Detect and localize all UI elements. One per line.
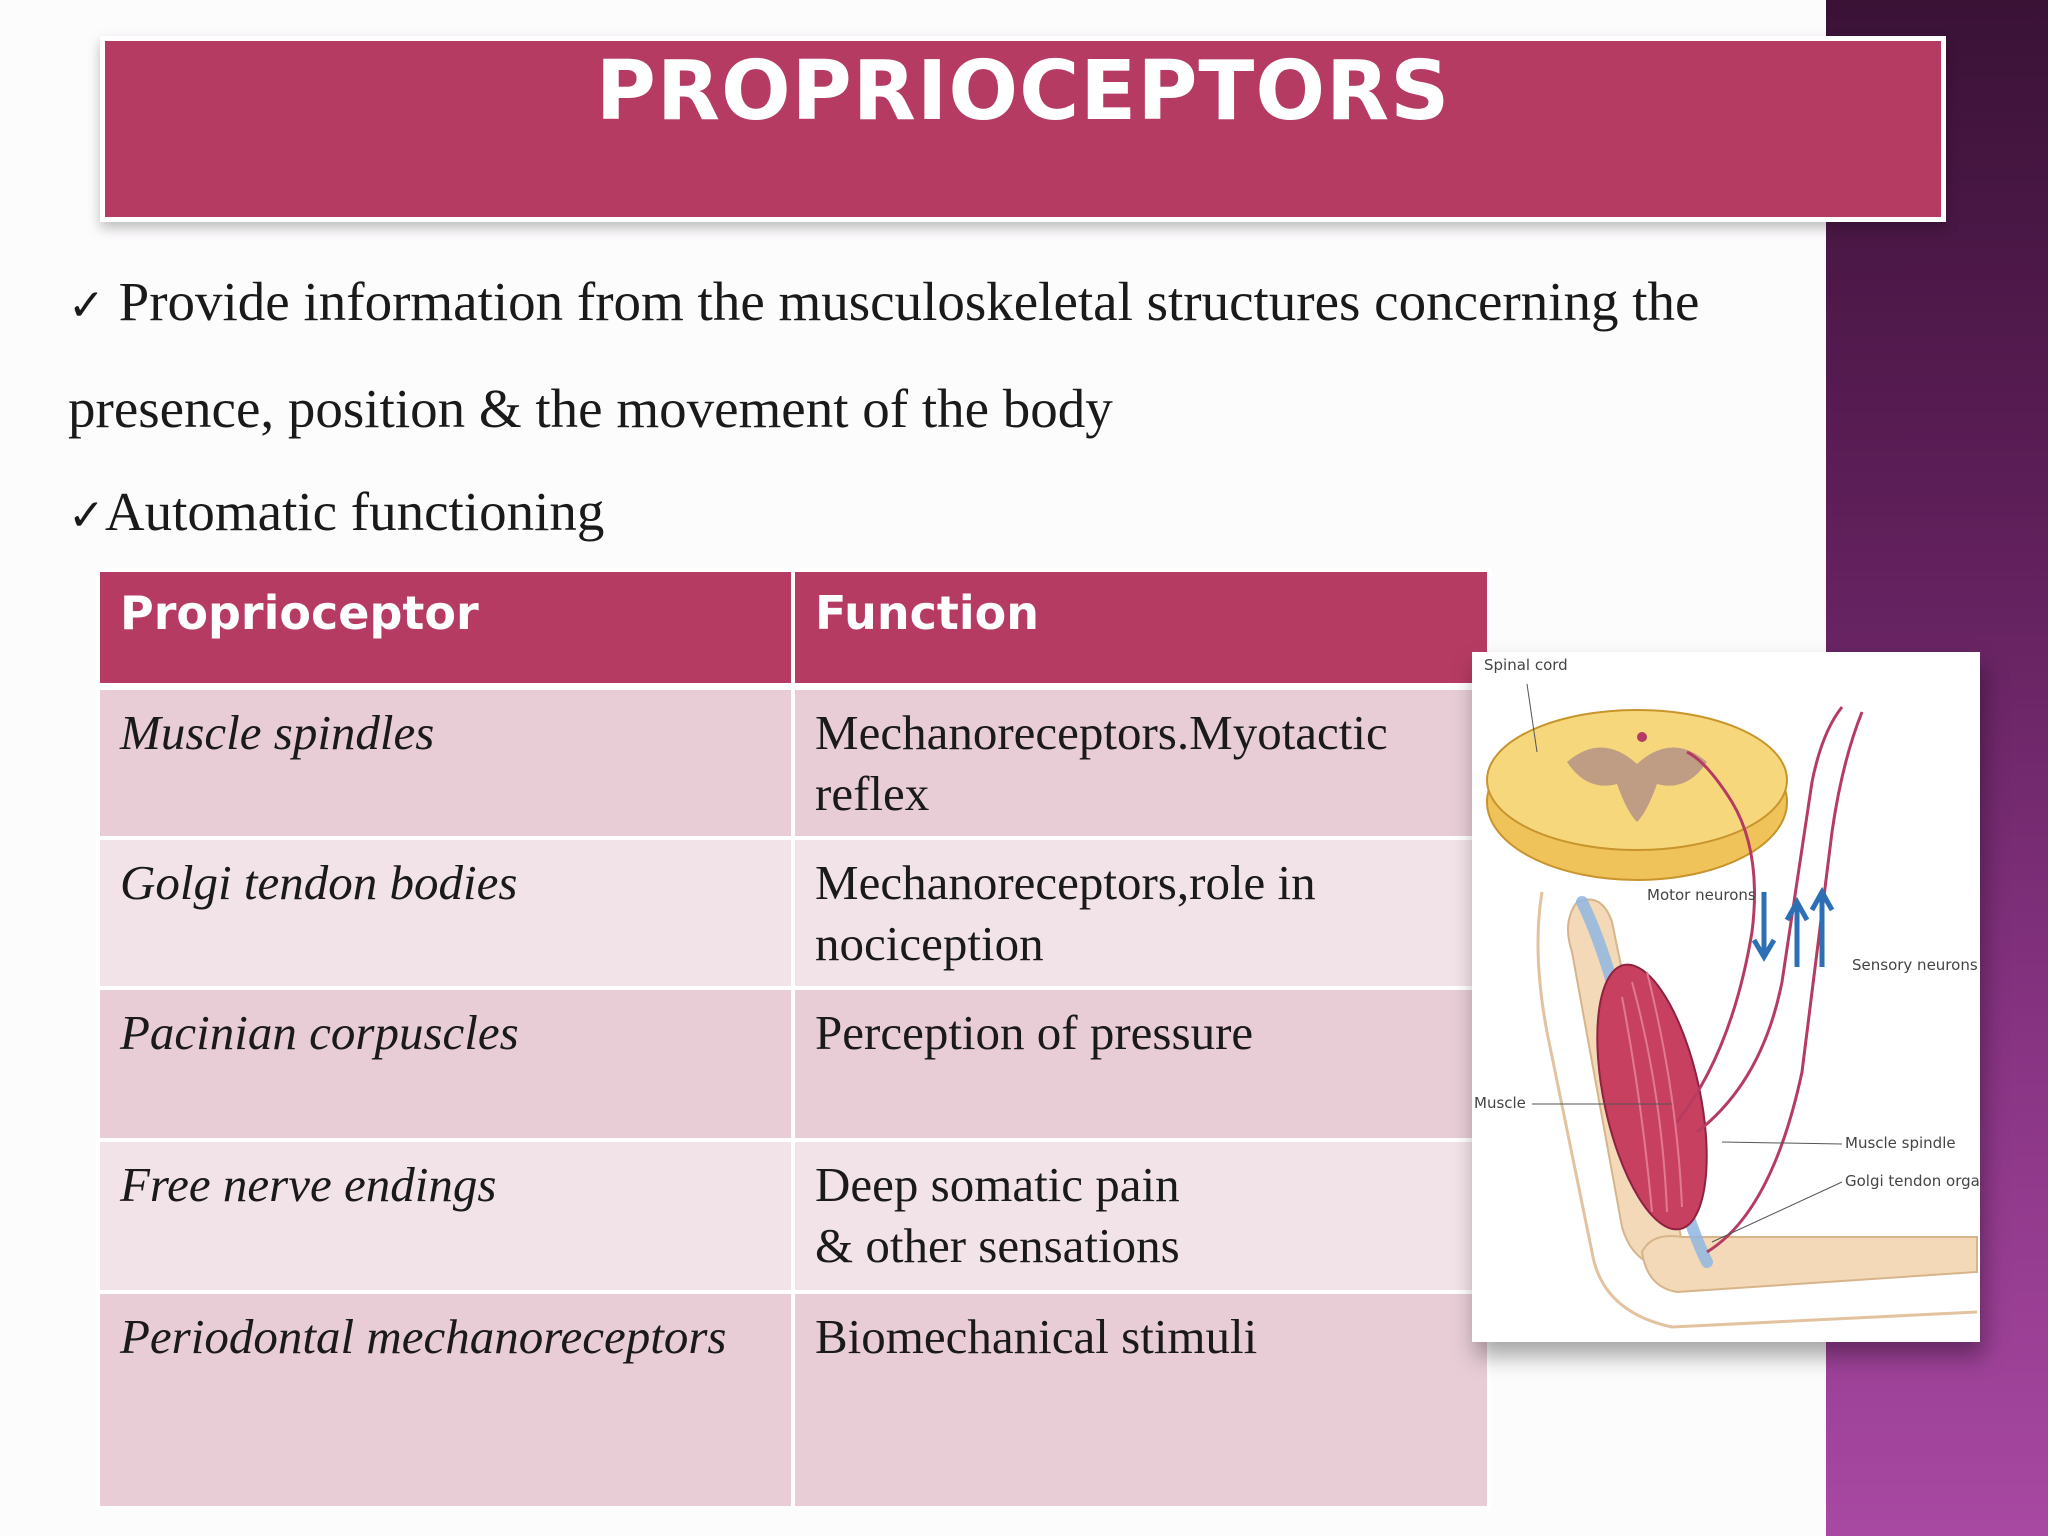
function-line: & other sensations — [815, 1217, 1180, 1273]
spinal-cord-graphic — [1486, 709, 1788, 881]
proprioceptor-function: Biomechanical stimuli — [791, 1289, 1491, 1510]
proprioceptor-name: Pacinian corpuscles — [96, 985, 795, 1142]
title-banner: PROPRIOCEPTORS — [100, 36, 1946, 222]
sensory-arrow-icon — [1809, 886, 1835, 967]
column-header-proprioceptor: Proprioceptor — [96, 568, 795, 690]
reflex-arc-illustration: Spinal cord Motor neurons Sensory neuron… — [1474, 656, 1980, 1329]
proprioceptor-function: Deep somatic pain& other sensations — [791, 1137, 1491, 1294]
bullet-text: Provide information from the musculoskel… — [104, 271, 1700, 332]
bullet-item: ✓ Provide information from the musculosk… — [68, 250, 1808, 357]
table-row: Muscle spindles Mechanoreceptors.Myotact… — [96, 684, 1491, 840]
label-golgi-tendon-organ: Golgi tendon organ — [1845, 1172, 1980, 1190]
proprioceptor-function: Perception of pressure — [791, 985, 1491, 1142]
checkmark-icon: ✓ — [68, 280, 105, 331]
label-muscle: Muscle — [1474, 1094, 1526, 1112]
table-row: Golgi tendon bodies Mechanoreceptors,rol… — [96, 835, 1491, 990]
proprioceptor-name: Free nerve endings — [96, 1137, 795, 1294]
slide-title: PROPRIOCEPTORS — [595, 44, 1451, 139]
table-row: Pacinian corpuscles Perception of pressu… — [96, 985, 1491, 1142]
table-header-row: Proprioceptor Function — [96, 568, 1491, 690]
motor-arrow-icon — [1751, 892, 1777, 962]
motor-nerve — [1675, 750, 1756, 1123]
checkmark-icon: ✓ — [68, 490, 105, 541]
label-motor-neurons: Motor neurons — [1647, 886, 1756, 904]
proprioceptor-name: Periodontal mechanoreceptors — [96, 1289, 795, 1510]
forearm-graphic — [1640, 1235, 1978, 1294]
label-muscle-spindle: Muscle spindle — [1845, 1134, 1956, 1152]
bullet-text: Automatic functioning — [104, 481, 605, 542]
proprioceptor-function: Mechanoreceptors.Myotactic reflex — [791, 684, 1491, 840]
bullet-item: ✓Automatic functioning — [68, 460, 1808, 567]
bullet-list: ✓ Provide information from the musculosk… — [68, 250, 1808, 567]
arm-outline — [1536, 891, 1978, 1329]
proprioceptor-function: Mechanoreceptors,role in nociception — [791, 835, 1491, 990]
label-sensory-neurons: Sensory neurons — [1852, 956, 1978, 974]
bullet-text: presence, position & the movement of the… — [68, 378, 1113, 439]
anatomy-figure: Spinal cord Motor neurons Sensory neuron… — [1472, 652, 1980, 1342]
sensory-nerve — [1706, 711, 1864, 1254]
proprioceptor-name: Golgi tendon bodies — [96, 835, 795, 990]
table-row: Free nerve endings Deep somatic pain& ot… — [96, 1137, 1491, 1294]
bullet-continuation: presence, position & the movement of the… — [68, 357, 1808, 460]
table-row: Periodontal mechanoreceptors Biomechanic… — [96, 1289, 1491, 1510]
proprioceptor-name: Muscle spindles — [96, 684, 795, 840]
column-header-function: Function — [791, 568, 1491, 690]
label-spinal-cord: Spinal cord — [1484, 656, 1568, 674]
sensory-arrow-icon — [1784, 896, 1810, 967]
function-line: Deep somatic pain — [815, 1156, 1180, 1212]
proprioceptor-table: Proprioceptor Function Muscle spindles M… — [96, 568, 1491, 1510]
